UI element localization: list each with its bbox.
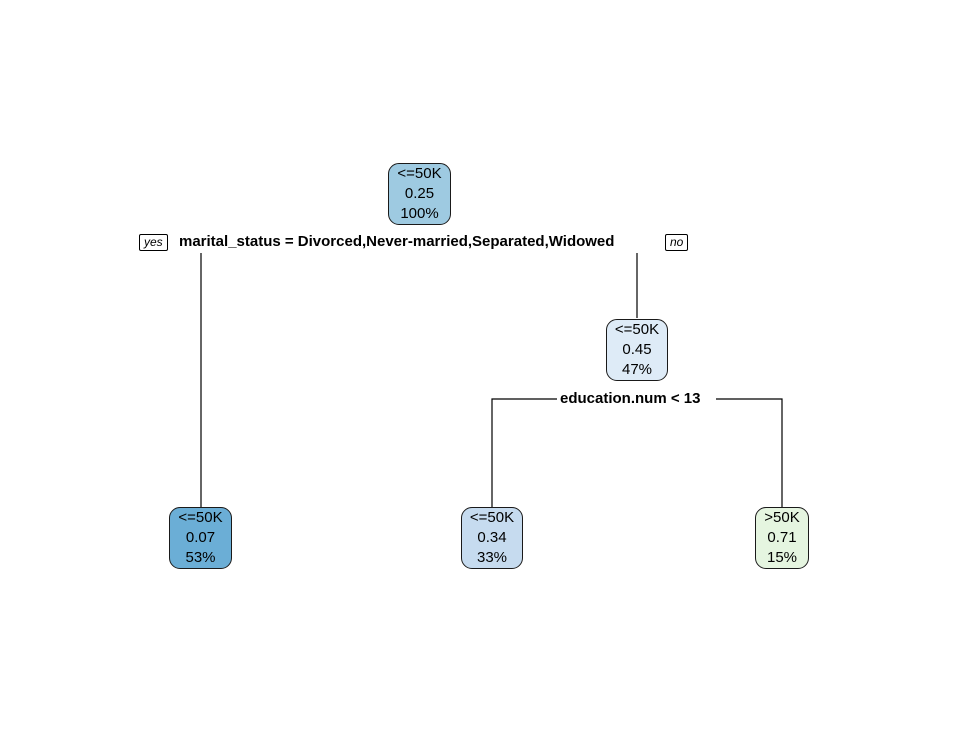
node-root: <=50K 0.25 100% — [388, 163, 451, 225]
node-root-percent: 100% — [400, 205, 439, 222]
leaf-left-prob: 0.07 — [185, 529, 216, 546]
node-right-inner-percent: 47% — [621, 361, 653, 378]
leaf-right-right-class: >50K — [764, 509, 800, 526]
leaf-left-class: <=50K — [178, 509, 223, 526]
leaf-right-left-percent: 33% — [476, 549, 508, 566]
leaf-right-right-percent: 15% — [766, 549, 798, 566]
edge-right-right — [716, 398, 783, 507]
leaf-right-left-class: <=50K — [469, 509, 515, 526]
edge-right-left — [491, 398, 557, 507]
yes-tag: yes — [139, 234, 168, 251]
leaf-right-right-prob: 0.71 — [767, 529, 797, 546]
no-tag: no — [665, 234, 689, 251]
leaf-right-left-prob: 0.34 — [477, 529, 507, 546]
node-root-prob: 0.25 — [404, 185, 435, 202]
leaf-left-percent: 53% — [185, 549, 216, 566]
node-root-class: <=50K — [397, 165, 442, 182]
node-right-inner-class: <=50K — [614, 321, 660, 338]
node-right-inner-prob: 0.45 — [622, 341, 652, 358]
split-label-right: education.num < 13 — [558, 390, 703, 408]
leaf-left: <=50K 0.07 53% — [169, 507, 232, 569]
split-label-root: marital_status = Divorced,Never-married,… — [177, 233, 617, 251]
node-right-inner: <=50K 0.45 47% — [606, 319, 668, 381]
leaf-right-left: <=50K 0.34 33% — [461, 507, 523, 569]
leaf-right-right: >50K 0.71 15% — [755, 507, 809, 569]
